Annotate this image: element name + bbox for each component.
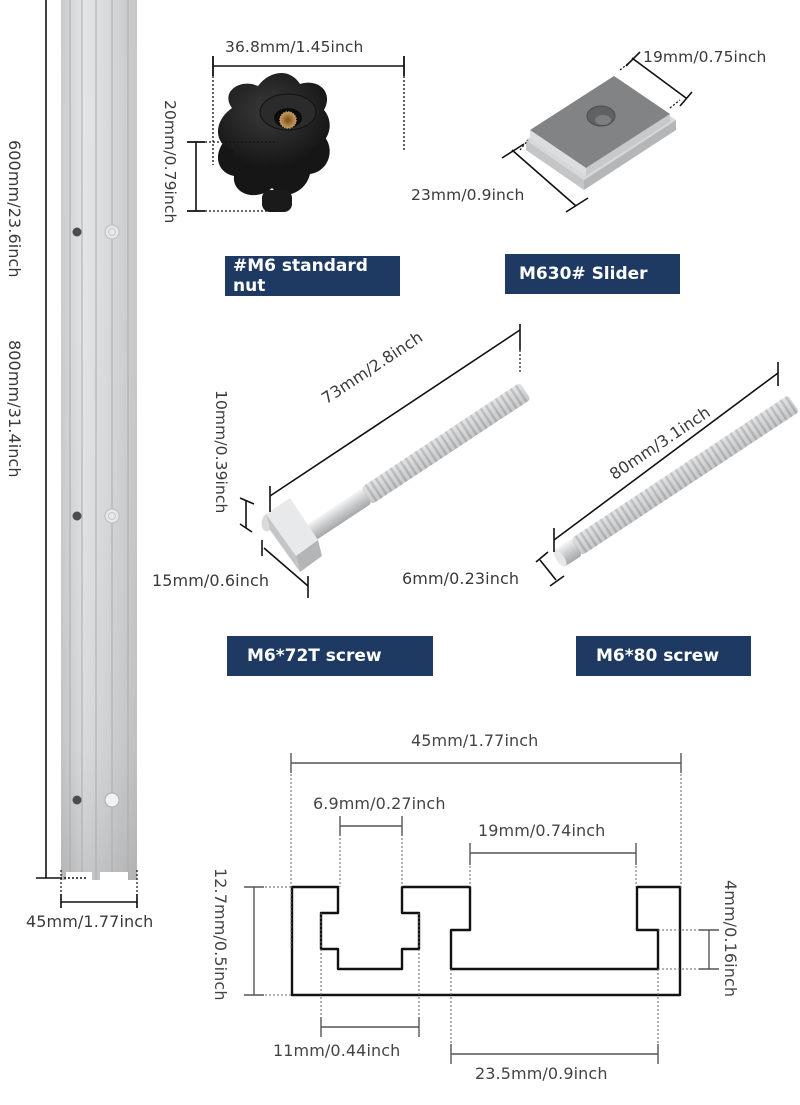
t-screw-dimensions	[239, 324, 521, 598]
rail-grooves	[69, 0, 129, 880]
profile-height-label: 12.7mm/0.5inch	[211, 868, 230, 1001]
profile-outline	[290, 885, 682, 997]
countersunk-hole-icon	[104, 224, 120, 240]
countersunk-hole-icon	[104, 792, 120, 808]
rail-holes	[72, 224, 120, 808]
slider-dimensions	[501, 51, 693, 213]
t-screw-name-badge: M6*72T screw	[227, 636, 433, 676]
slider-width-label: 19mm/0.75inch	[643, 48, 767, 66]
rail-length-dimension-line	[36, 0, 60, 879]
profile-slot-inner-width-label: 11mm/0.44inch	[273, 1041, 401, 1060]
nut-dimensions	[187, 56, 405, 212]
t-screw-shaft	[296, 383, 530, 547]
t-screw-head	[261, 498, 322, 572]
brass-insert-icon	[279, 111, 297, 129]
rail-width-label: 45mm/1.77inch	[26, 912, 154, 931]
screw-hole-icon	[72, 795, 82, 805]
t-screw-head-height-label: 10mm/0.39inch	[212, 390, 230, 514]
screw-diameter-label: 6mm/0.23inch	[402, 569, 520, 588]
profile-wide-slot-opening-label: 19mm/0.74inch	[478, 821, 606, 840]
nut-width-label: 36.8mm/1.45inch	[225, 38, 364, 56]
profile-overall-width-label: 45mm/1.77inch	[411, 731, 539, 750]
t-screw-head-width-label: 15mm/0.6inch	[152, 571, 270, 590]
profile-dimension-lines	[244, 753, 719, 1064]
slider-name-badge: M630# Slider	[505, 254, 680, 294]
rail-length-label-800: 800mm/31.4inch	[5, 340, 24, 478]
screw-hole-icon	[72, 227, 82, 237]
nut-height-label: 20mm/0.79inch	[161, 100, 179, 224]
screw-hole-icon	[72, 511, 82, 521]
rail-length-label-600: 600mm/23.6inch	[5, 140, 24, 278]
slider-length-label: 23mm/0.9inch	[411, 186, 525, 204]
profile-lip-height-label: 4mm/0.16inch	[721, 880, 740, 998]
screw-name-badge: M6*80 screw	[576, 636, 751, 676]
threaded-screw-shaft	[553, 396, 798, 567]
countersunk-hole-icon	[104, 508, 120, 524]
rail-width-dimension-line	[60, 870, 138, 908]
nut-name-badge: #M6 standard nut	[225, 256, 400, 296]
screw-dimensions	[535, 362, 779, 587]
profile-wide-slot-inner-width-label: 23.5mm/0.9inch	[475, 1064, 608, 1083]
profile-slot-opening-label: 6.9mm/0.27inch	[313, 794, 446, 813]
